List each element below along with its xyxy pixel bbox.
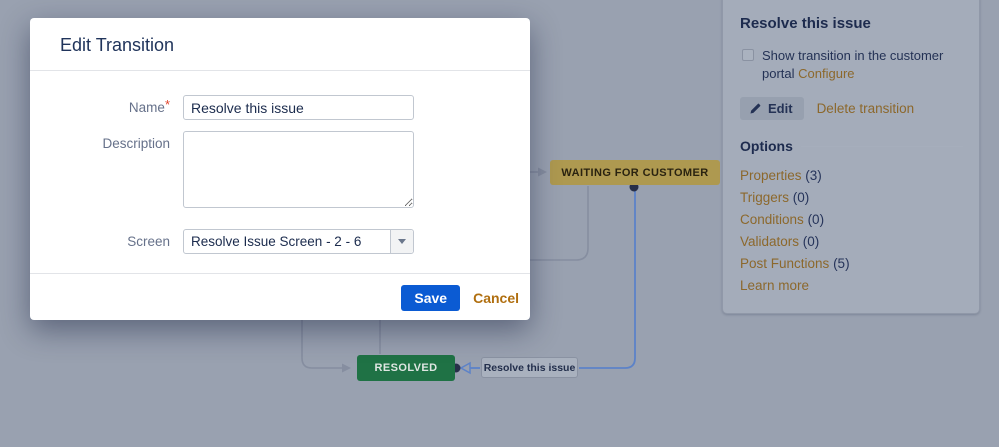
description-label: Description bbox=[102, 136, 170, 151]
option-learn-more[interactable]: Learn more bbox=[740, 278, 810, 293]
option-triggers[interactable]: Triggers (0) bbox=[740, 190, 810, 205]
dialog-title: Edit Transition bbox=[60, 35, 175, 55]
panel-title: Resolve this issue bbox=[740, 15, 871, 32]
transition-arrow-label[interactable]: Resolve this issue bbox=[481, 357, 578, 378]
name-label: Name* bbox=[128, 97, 170, 115]
chevron-down-icon bbox=[398, 239, 406, 244]
screen-select[interactable]: Resolve Issue Screen - 2 - 6 bbox=[183, 229, 414, 254]
edit-transition-button[interactable]: Edit bbox=[740, 97, 804, 120]
option-conditions[interactable]: Conditions (0) bbox=[740, 212, 825, 227]
options-divider bbox=[800, 145, 963, 147]
edit-transition-dialog: Edit Transition Name* Description Screen… bbox=[30, 18, 530, 320]
delete-transition-link[interactable]: Delete transition bbox=[816, 101, 915, 116]
dialog-header: Edit Transition bbox=[30, 18, 530, 71]
pencil-icon bbox=[749, 102, 762, 115]
name-input[interactable] bbox=[183, 95, 414, 120]
description-textarea[interactable] bbox=[183, 131, 414, 208]
save-button[interactable]: Save bbox=[401, 285, 461, 311]
screen-select-value: Resolve Issue Screen - 2 - 6 bbox=[191, 234, 362, 249]
transition-properties-panel: Resolve this issue Show transition in th… bbox=[722, 0, 980, 314]
dialog-footer: Save Cancel bbox=[30, 273, 530, 320]
option-post-functions[interactable]: Post Functions (5) bbox=[740, 256, 850, 271]
options-heading: Options bbox=[740, 138, 793, 154]
screen-select-dropdown-button[interactable] bbox=[390, 230, 413, 253]
show-transition-checkbox[interactable] bbox=[742, 49, 754, 61]
show-transition-label: Show transition in the customer portal C… bbox=[762, 48, 944, 81]
cancel-link[interactable]: Cancel bbox=[473, 290, 519, 306]
required-asterisk: * bbox=[164, 97, 170, 112]
status-node-waiting-for-customer[interactable]: WAITING FOR CUSTOMER bbox=[550, 160, 720, 185]
option-properties[interactable]: Properties (3) bbox=[740, 168, 822, 183]
screen-label: Screen bbox=[127, 234, 170, 249]
status-node-resolved[interactable]: RESOLVED bbox=[357, 355, 455, 381]
configure-link[interactable]: Configure bbox=[798, 66, 855, 81]
option-validators[interactable]: Validators (0) bbox=[740, 234, 820, 249]
